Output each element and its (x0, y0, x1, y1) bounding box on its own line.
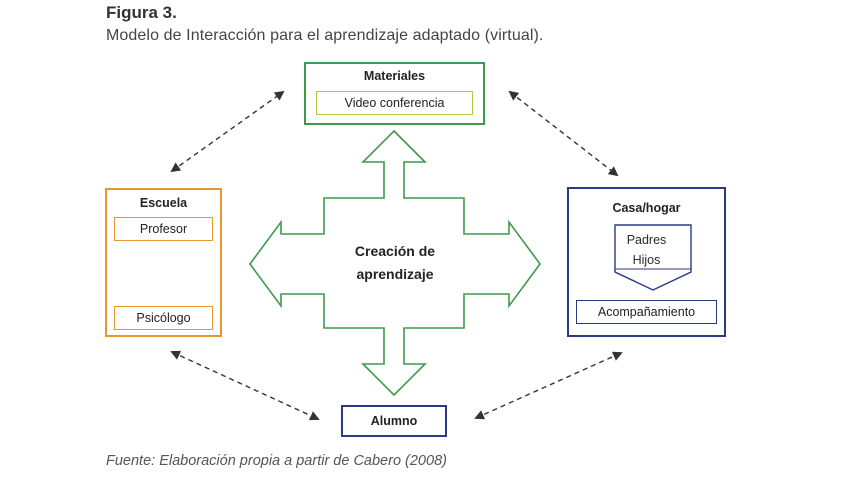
connector-materiales-casa (508, 90, 619, 177)
padres-hijos-shape (614, 224, 692, 291)
center-cross-arrow (249, 129, 541, 397)
figure-title: Modelo de Interacción para el aprendizaj… (106, 27, 544, 44)
connector-escuela-alumno (170, 350, 320, 421)
escuela-title: Escuela (139, 196, 188, 210)
escuela-box: Escuela Profesor Psicólogo (105, 188, 222, 337)
connector-escuela-materiales (170, 90, 285, 173)
materiales-box: Materiales Video conferencia (304, 62, 485, 125)
connector-alumno-casa (474, 351, 623, 420)
center-label: Creación de aprendizaje (330, 240, 460, 286)
profesor-box: Profesor (114, 217, 213, 241)
psicologo-box: Psicólogo (114, 306, 213, 330)
center-label-line2: aprendizaje (356, 266, 434, 282)
acompanamiento-box: Acompañamiento (576, 300, 717, 324)
materiales-title: Materiales (363, 69, 426, 83)
figure-label: Figura 3. (106, 3, 177, 22)
figure-source: Fuente: Elaboración propia a partir de C… (106, 453, 447, 469)
video-conferencia-box: Video conferencia (316, 91, 473, 115)
casa-hogar-title: Casa/hogar (612, 201, 681, 215)
center-label-line1: Creación de (354, 243, 436, 259)
hijos-label: Hijos (632, 253, 661, 267)
alumno-box: Alumno (341, 405, 447, 437)
padres-label: Padres (626, 233, 667, 247)
casa-hogar-box: Casa/hogar Padres Hijos Acompañamiento (567, 187, 726, 337)
